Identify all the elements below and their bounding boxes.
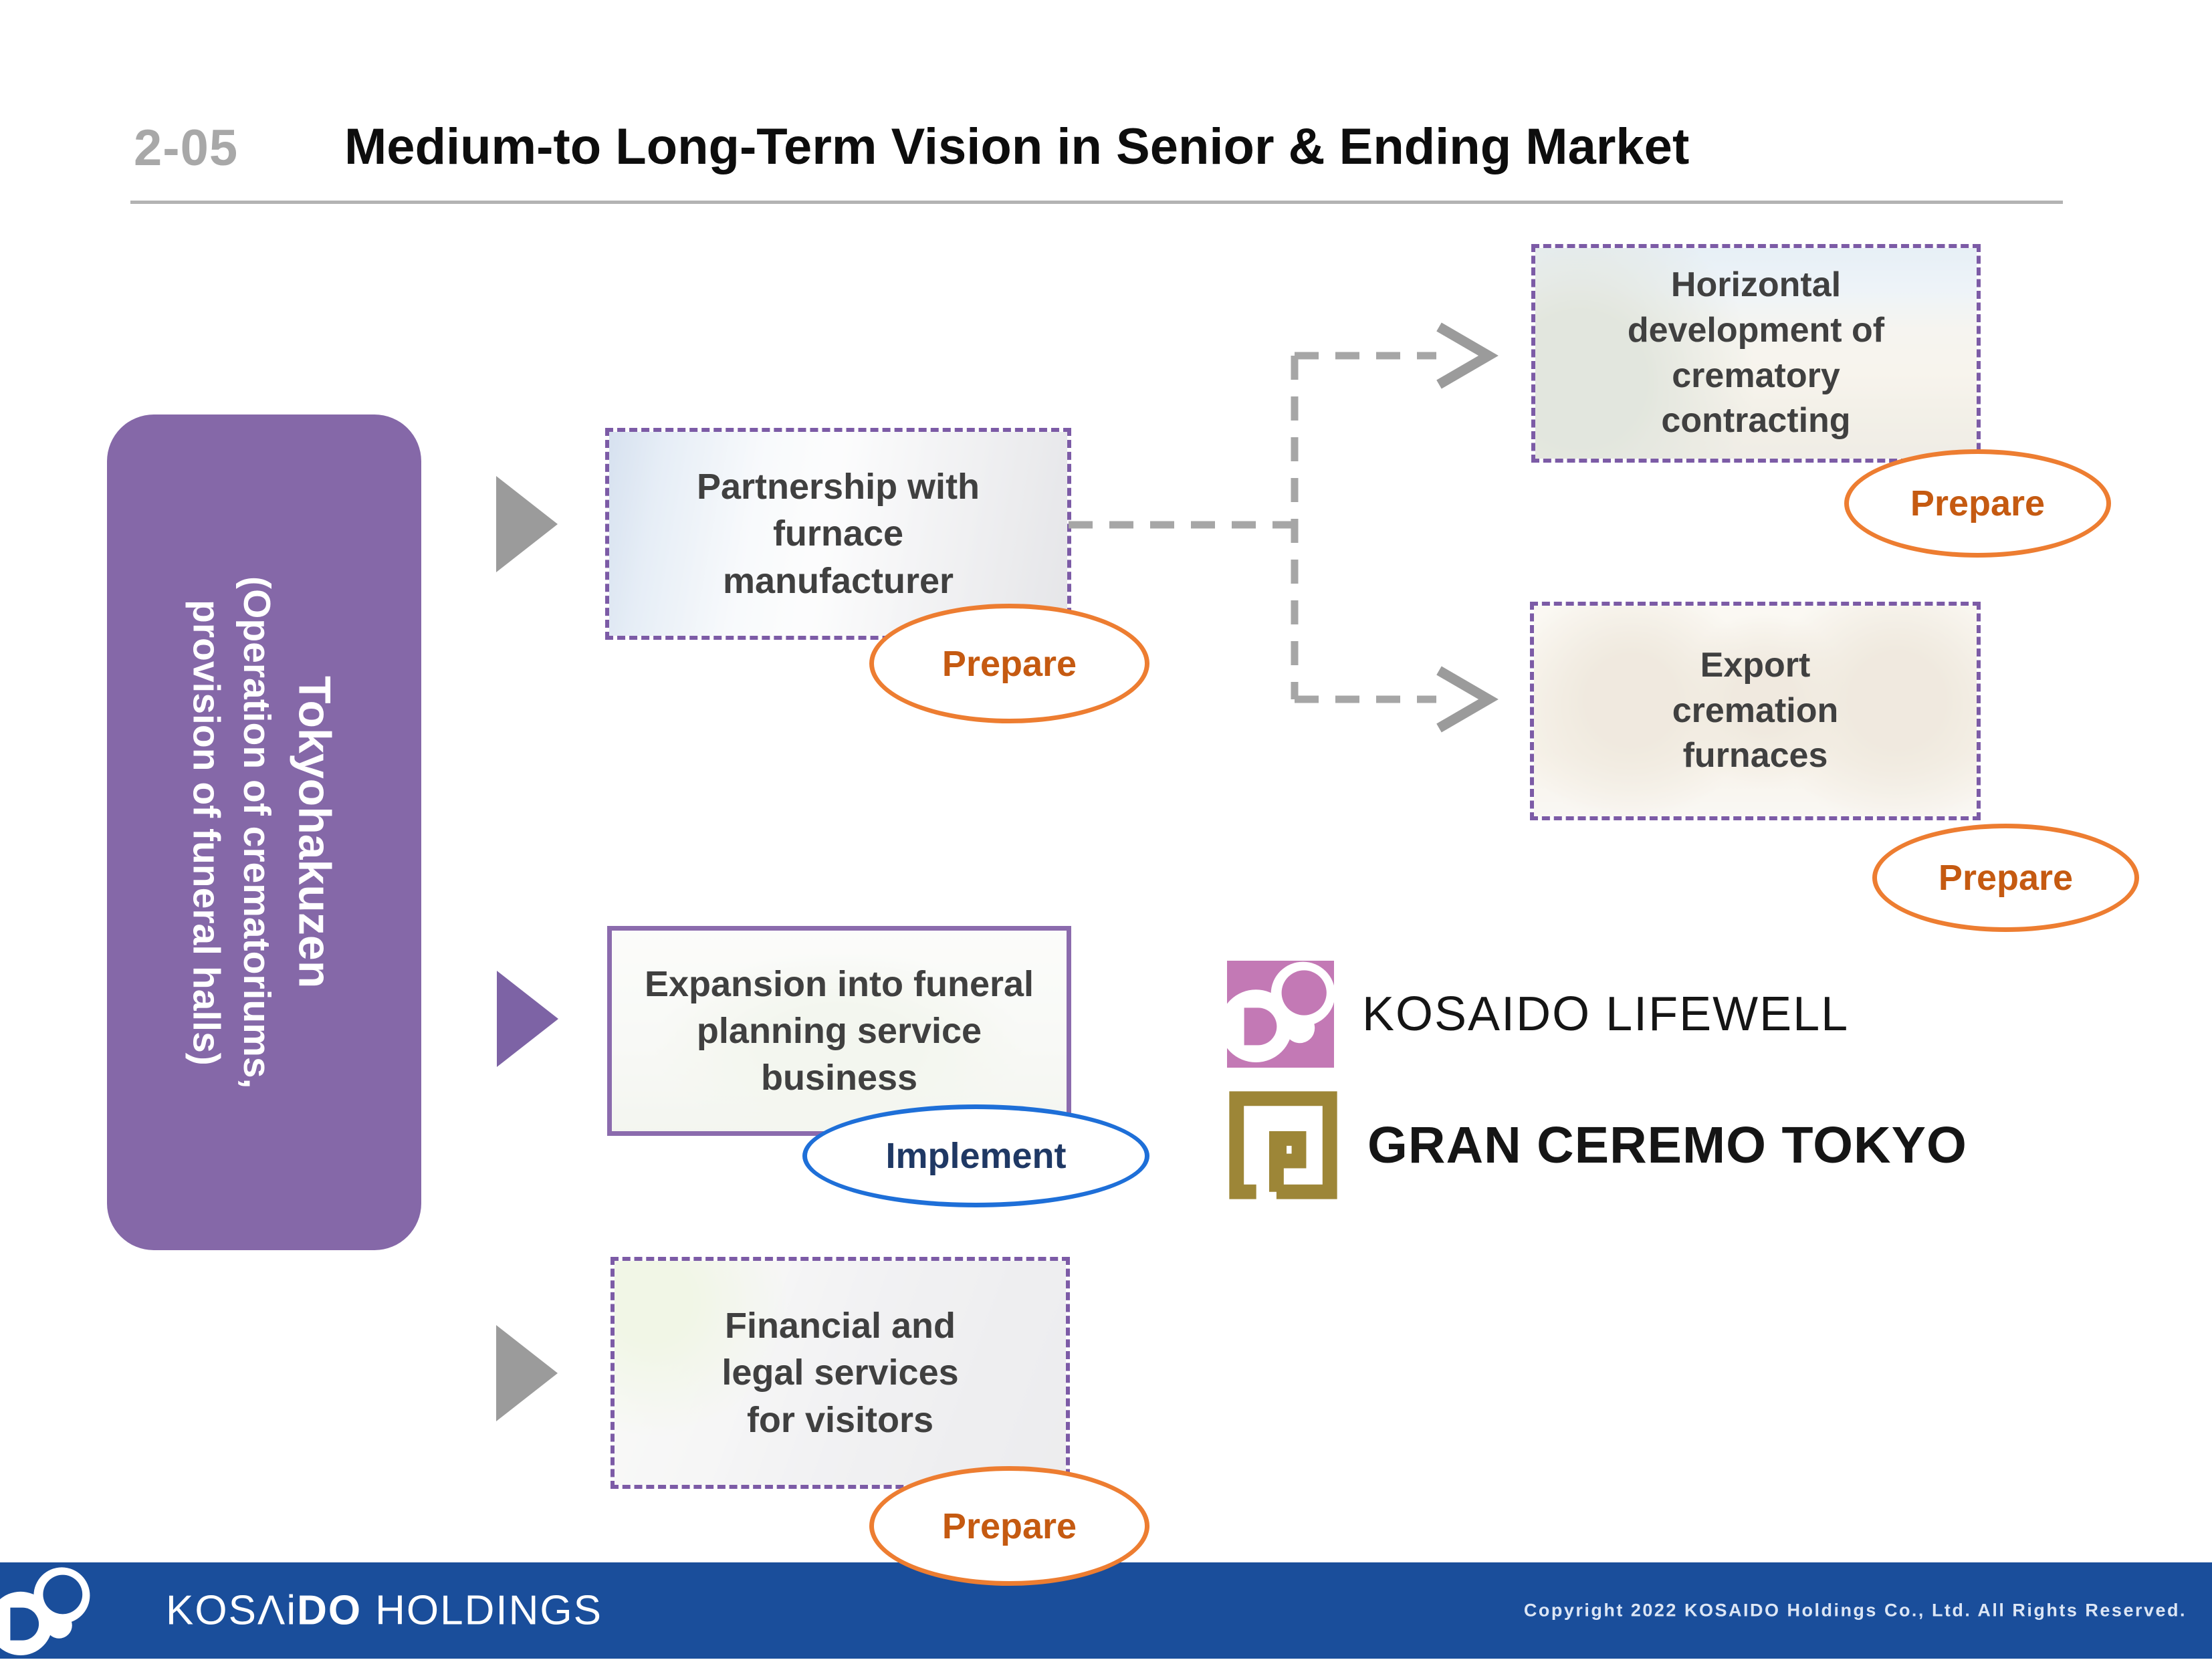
brand-part: DO bbox=[297, 1587, 362, 1634]
status-ellipse-implement: Implement bbox=[802, 1104, 1149, 1207]
status-label: Implement bbox=[885, 1136, 1067, 1176]
tokyohakuzen-title: Tokyohakuzen bbox=[289, 676, 340, 989]
box-partnership-furnace: Partnership with furnace manufacturer bbox=[605, 428, 1071, 640]
brand-part: KOSΛi bbox=[166, 1587, 298, 1634]
box-export-furnaces: Export cremation furnaces bbox=[1530, 602, 1981, 820]
kosaido-lifewell-logo: KOSAIDO LIFEWELL bbox=[1227, 961, 1849, 1068]
box-horizontal-label: Horizontal development of crematory cont… bbox=[1627, 265, 1885, 441]
triangle-arrow-icon bbox=[496, 476, 558, 572]
status-ellipse-prepare: Prepare bbox=[869, 1466, 1149, 1586]
status-label: Prepare bbox=[942, 1506, 1077, 1546]
kosaido-holdings-wordmark: KOSΛiDO HOLDINGS bbox=[166, 1587, 602, 1635]
gran-ceremo-tokyo-logo: GRAN CEREMO TOKYO bbox=[1227, 1088, 1967, 1203]
box-partnership-label: Partnership with furnace manufacturer bbox=[696, 467, 980, 601]
footer-bar: KOSΛiDO HOLDINGS Copyright 2022 KOSAIDO H… bbox=[0, 1562, 2212, 1659]
status-label: Prepare bbox=[942, 643, 1077, 684]
tokyohakuzen-vertical-text: Tokyohakuzen (Operation of crematoriums,… bbox=[181, 501, 347, 1163]
status-ellipse-prepare: Prepare bbox=[1844, 449, 2111, 558]
section-number: 2-05 bbox=[134, 120, 239, 176]
triangle-arrow-icon bbox=[497, 971, 558, 1067]
tokyohakuzen-panel: Tokyohakuzen (Operation of crematoriums,… bbox=[107, 414, 421, 1250]
copyright-text: Copyright 2022 KOSAIDO Holdings Co., Ltd… bbox=[1523, 1600, 2187, 1621]
arrowhead-icon bbox=[1436, 322, 1499, 389]
gran-ceremo-mark-icon bbox=[1229, 1091, 1337, 1199]
box-expansion-funeral-planning: Expansion into funeral planning service … bbox=[607, 926, 1071, 1136]
box-financial-legal-services: Financial and legal services for visitor… bbox=[611, 1257, 1070, 1489]
box-horizontal-development: Horizontal development of crematory cont… bbox=[1531, 244, 1981, 463]
status-ellipse-prepare: Prepare bbox=[1872, 824, 2139, 932]
triangle-arrow-icon bbox=[496, 1325, 558, 1421]
title-divider bbox=[130, 201, 2063, 204]
box-expansion-label: Expansion into funeral planning service … bbox=[644, 963, 1034, 1098]
arrowhead-icon bbox=[1436, 666, 1499, 733]
kosaido-holdings-mark-icon bbox=[0, 1567, 90, 1655]
box-financial-label: Financial and legal services for visitor… bbox=[722, 1306, 959, 1440]
status-label: Prepare bbox=[1938, 858, 2074, 898]
box-export-label: Export cremation furnaces bbox=[1672, 646, 1839, 776]
gran-ceremo-wordmark: GRAN CEREMO TOKYO bbox=[1367, 1116, 1967, 1174]
tokyohakuzen-subtitle: (Operation of crematoriums, provision of… bbox=[185, 576, 278, 1089]
kosaido-lifewell-wordmark: KOSAIDO LIFEWELL bbox=[1362, 987, 1850, 1041]
status-ellipse-prepare: Prepare bbox=[869, 604, 1149, 723]
status-label: Prepare bbox=[1910, 483, 2045, 523]
brand-part: HOLDINGS bbox=[375, 1587, 602, 1634]
kosaido-lifewell-mark-icon bbox=[1227, 961, 1334, 1068]
page-title: Medium-to Long-Term Vision in Senior & E… bbox=[344, 118, 1690, 175]
